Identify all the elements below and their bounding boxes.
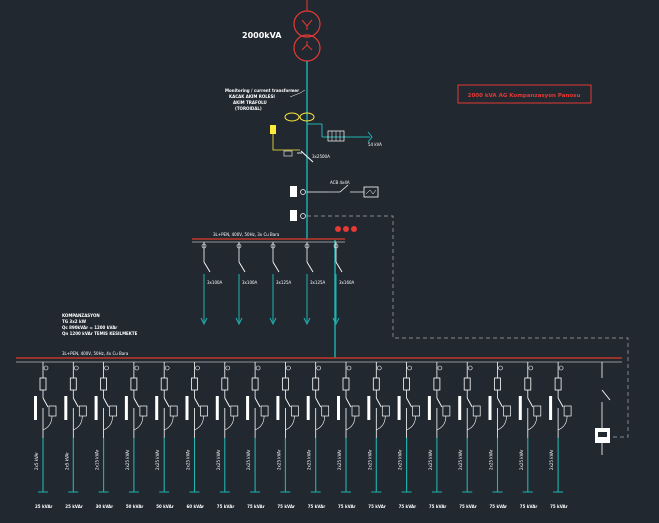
step-contactor-label: 2x25 kVAr bbox=[337, 449, 342, 470]
aux-bus-label: 3L+PEN, 400V, 50Hz, 3x Cu Bara bbox=[213, 232, 280, 237]
aux-feeder: 3x100A bbox=[200, 242, 223, 326]
aux-feeder: 3x100A bbox=[235, 242, 258, 326]
step-contactor-label: 2x25 kVAr bbox=[307, 449, 312, 470]
compensation-step: 2x25 kVAr 75 kVAr bbox=[397, 362, 420, 509]
compensation-step: 2x25 kVAr 75 kVAr bbox=[246, 362, 269, 509]
step-rating-label: 75 kVAr bbox=[520, 504, 538, 509]
aux-feeder-label: 3x160A bbox=[339, 280, 355, 285]
step-contactor-label: 2x5 kVAr bbox=[64, 452, 69, 470]
step-rating-label: 75 kVAr bbox=[429, 504, 447, 509]
step-rating-label: 75 kVAr bbox=[459, 504, 477, 509]
current-transformer-note: Monitoring / current transformer KACAK A… bbox=[225, 88, 299, 111]
compensation-step: 2x25 kVAr 50 kVAr bbox=[155, 362, 178, 509]
step-contactor-label: 2x25 kVAr bbox=[155, 449, 160, 470]
svg-text:(TOROIDAL): (TOROIDAL) bbox=[235, 106, 262, 111]
compensation-note: KOMPANZASYON TG 3x2 kW Qc 890kVAr = 1200… bbox=[62, 313, 138, 336]
svg-text:Monitoring / current transform: Monitoring / current transformer bbox=[225, 88, 299, 93]
aux-feeder-label: 3x100A bbox=[242, 280, 258, 285]
step-contactor-label: 2x25 kVAr bbox=[549, 449, 554, 470]
step-rating-label: 75 kVAr bbox=[338, 504, 356, 509]
main-breaker bbox=[283, 150, 314, 163]
step-rating-label: 75 kVAr bbox=[399, 504, 417, 509]
step-rating-label: 75 kVAr bbox=[308, 504, 326, 509]
toroidal-ct-icon bbox=[270, 112, 315, 151]
step-rating-label: 75 kVAr bbox=[277, 504, 295, 509]
reactive-power-relay bbox=[595, 362, 611, 455]
step-rating-label: 75 kVAr bbox=[550, 504, 568, 509]
compensation-step: 2x25 kVAr 75 kVAr bbox=[427, 362, 451, 509]
transformer-rating: 2000kVA bbox=[242, 31, 282, 40]
step-rating-label: 60 kVAr bbox=[187, 504, 205, 509]
transformer bbox=[293, 0, 321, 62]
compensation-step: 2x25 kVAr 75 kVAr bbox=[458, 362, 481, 509]
acb-label: ACB 4x4A bbox=[330, 180, 350, 185]
step-contactor-label: 2x25 kVAr bbox=[519, 449, 524, 470]
step-rating-label: 50 kVAr bbox=[126, 504, 144, 509]
step-rating-label: 75 kVAr bbox=[247, 504, 265, 509]
main-bus-label: 3L+PEN, 400V, 50Hz, 4x Cu Bara bbox=[62, 351, 129, 356]
aux-feeder-label: 3x100A bbox=[207, 280, 223, 285]
compensation-step: 2x25 kVAr 75 kVAr bbox=[337, 362, 360, 509]
step-contactor-label: 2x25 kVAr bbox=[125, 449, 130, 470]
step-contactor-label: 2x15 kVAr bbox=[95, 449, 100, 470]
step-contactor-label: 2x25 kVAr bbox=[428, 449, 433, 470]
compensation-step: 2x25 kVAr 75 kVAr bbox=[549, 362, 572, 509]
surge-arrester bbox=[290, 186, 328, 221]
aux-feeder: 3x125A bbox=[303, 242, 326, 326]
aux-feeder: 3x160A bbox=[332, 242, 355, 326]
step-contactor-label: 2x25 kVAr bbox=[246, 449, 251, 470]
aux-busbar bbox=[192, 238, 345, 243]
control-dashed-line bbox=[307, 215, 629, 438]
compensation-step: 2x25 kVAr 75 kVAr bbox=[306, 362, 330, 509]
step-contactor-label: 2x25 kVAr bbox=[276, 449, 281, 470]
step-rating-label: 25 kVAr bbox=[65, 504, 83, 509]
step-rating-label: 75 kVAr bbox=[217, 504, 235, 509]
step-rating-label: 25 kVAr bbox=[35, 504, 53, 509]
step-rating-label: 50 kVAr bbox=[156, 504, 174, 509]
step-contactor-label: 2x5 kVAr bbox=[34, 452, 39, 470]
svg-text:Qc 890kVAr = 1200 kVAr: Qc 890kVAr = 1200 kVAr bbox=[62, 325, 117, 330]
svg-text:KOMPANZASYON: KOMPANZASYON bbox=[62, 313, 100, 318]
note-leader-line bbox=[289, 89, 306, 98]
compensation-step: 2x25 kVAr 75 kVAr bbox=[518, 362, 542, 509]
aux-feeder-label: 3x125A bbox=[276, 280, 292, 285]
compensation-step: 2x25 kVAr 75 kVAr bbox=[276, 362, 299, 509]
step-rating-label: 30 kVAr bbox=[96, 504, 114, 509]
acb-branch bbox=[328, 184, 379, 198]
compensation-step: 2x25 kVAr 75 kVAr bbox=[367, 362, 390, 509]
step-rating-label: 75 kVAr bbox=[368, 504, 386, 509]
svg-text:KACAK AKIM ROLESI: KACAK AKIM ROLESI bbox=[229, 94, 275, 99]
compensation-step: 2x25 kVAr 60 kVAr bbox=[185, 362, 208, 509]
panel-title-box bbox=[457, 84, 592, 104]
svg-text:Qn 1200 kVAr TEMIS KESILMEKTE: Qn 1200 kVAr TEMIS KESILMEKTE bbox=[62, 331, 138, 336]
step-contactor-label: 2x25 kVAr bbox=[398, 449, 403, 470]
main-busbar bbox=[16, 357, 622, 363]
aux-feeder: 3x125A bbox=[269, 242, 292, 326]
aux-feed-branch bbox=[307, 123, 373, 143]
main-breaker-label: 3x2500A bbox=[312, 154, 330, 159]
aux-feeder-label: 3x125A bbox=[310, 280, 326, 285]
compensation-step: 2x25 kVAr 75 kVAr bbox=[215, 362, 239, 509]
step-contactor-label: 2x25 kVAr bbox=[216, 449, 221, 470]
indicator-lamps bbox=[335, 226, 357, 232]
step-contactor-label: 2x25 kVAr bbox=[458, 449, 463, 470]
svg-text:AKIM TRAFOLU: AKIM TRAFOLU bbox=[233, 100, 267, 105]
aux-feed-label: 54 kVA bbox=[368, 142, 382, 147]
step-contactor-label: 2x25 kVAr bbox=[186, 449, 191, 470]
step-contactor-label: 2x25 kVAr bbox=[367, 449, 372, 470]
compensation-step: 2x5 kVAr 25 kVAr bbox=[64, 362, 87, 509]
svg-text:TG 3x2 kW: TG 3x2 kW bbox=[62, 319, 87, 324]
compensation-step: 2x5 kVAr 25 kVAr bbox=[34, 362, 57, 509]
compensation-step: 2x15 kVAr 30 kVAr bbox=[94, 362, 117, 509]
step-contactor-label: 2x25 kVAr bbox=[489, 449, 494, 470]
panel-title: 2000 kVA AG Kompanzasyon Panosu bbox=[468, 93, 581, 99]
step-rating-label: 75 kVAr bbox=[490, 504, 508, 509]
compensation-step: 2x25 kVAr 50 kVAr bbox=[125, 362, 148, 509]
compensation-step: 2x25 kVAr 75 kVAr bbox=[488, 362, 511, 509]
